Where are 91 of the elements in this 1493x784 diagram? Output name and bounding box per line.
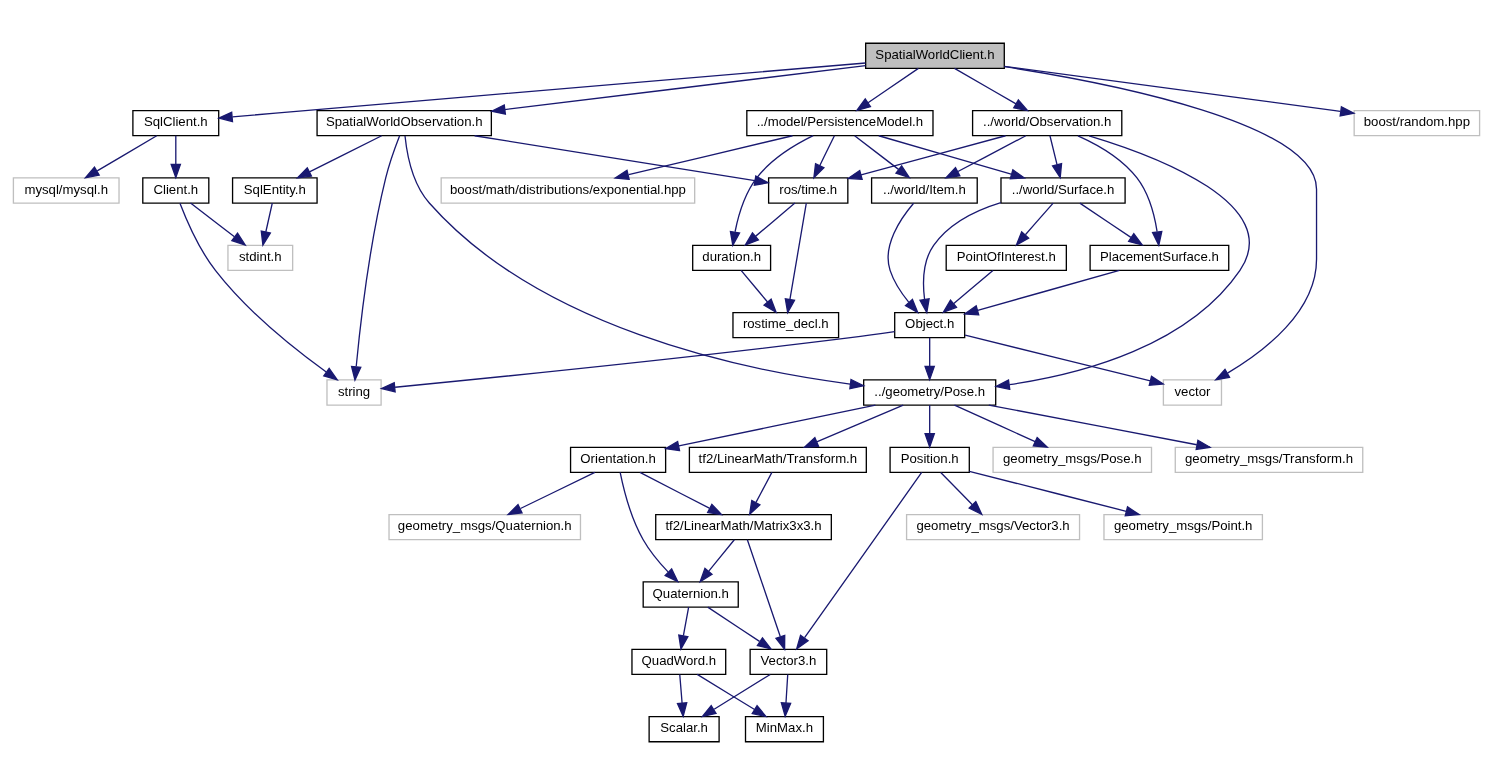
arrow — [676, 673, 688, 718]
arrow — [780, 673, 792, 718]
arrow — [964, 334, 1166, 386]
node-box: mysql/mysql.h — [12, 176, 120, 204]
arrow — [919, 201, 1002, 314]
arrow — [941, 269, 994, 314]
arrow — [506, 471, 596, 515]
node-box: SpatialWorldClient.h — [865, 42, 1005, 69]
arrow — [729, 134, 814, 247]
arrow — [1077, 134, 1163, 247]
node-box: PointOfInterest.h — [945, 244, 1067, 271]
arrow — [404, 134, 866, 389]
node-box: ../world/Item.h — [870, 176, 978, 204]
node-box: Object.h — [894, 311, 966, 338]
arrow — [663, 403, 877, 451]
node-box: ../model/PersistenceModel.h — [746, 109, 934, 136]
arrow — [813, 134, 836, 179]
arrow — [473, 134, 771, 186]
arrow — [1049, 134, 1063, 180]
node-box: MinMax.h — [744, 715, 825, 742]
arrow — [746, 538, 786, 651]
arrow — [740, 269, 778, 314]
node-box: geometry_msgs/Pose.h — [992, 446, 1153, 473]
node-box: ros/time.h — [767, 176, 849, 204]
arrow — [924, 336, 936, 382]
node-box: geometry_msgs/Vector3.h — [905, 513, 1081, 540]
arrow — [189, 201, 247, 246]
arrow — [170, 134, 182, 180]
node-box: ../geometry/Pose.h — [863, 378, 997, 406]
arrow — [853, 134, 911, 179]
arrow — [1003, 65, 1356, 117]
node-box: Client.h — [142, 176, 210, 204]
arrow — [1079, 201, 1144, 246]
arrow — [260, 201, 273, 247]
node-box: geometry_msgs/Transform.h — [1174, 446, 1364, 473]
arrow — [613, 134, 794, 180]
arrow — [988, 403, 1212, 450]
node-box: QuadWord.h — [631, 648, 727, 675]
arrow — [379, 330, 896, 393]
node-box: ../world/Surface.h — [1000, 176, 1126, 204]
arrow — [748, 471, 773, 516]
arrow — [962, 269, 1121, 316]
arrow — [924, 403, 936, 449]
arrow — [994, 134, 1250, 390]
arrow — [1015, 201, 1054, 246]
arrow — [940, 471, 984, 516]
arrow — [1003, 65, 1318, 381]
node-box: boost/random.hpp — [1353, 109, 1481, 136]
arrow — [639, 471, 724, 515]
arrow — [878, 134, 1027, 179]
node-box: Position.h — [889, 446, 970, 473]
node-box: vector — [1162, 378, 1223, 406]
node-box: Vector3.h — [749, 648, 828, 675]
arrow — [795, 471, 923, 650]
arrow — [179, 202, 339, 381]
arrow — [678, 605, 690, 651]
node-box: ../world/Observation.h — [971, 109, 1123, 136]
node-box: SpatialWorldObservation.h — [316, 109, 492, 136]
node-box: rostime_decl.h — [732, 311, 840, 338]
node-box: Scalar.h — [648, 715, 720, 742]
arrow — [953, 403, 1050, 448]
node-box: string — [326, 378, 382, 406]
arrow — [295, 134, 383, 179]
arrow — [619, 471, 680, 583]
node-box: boost/math/distributions/exponential.hpp — [440, 176, 696, 204]
arrow — [953, 67, 1030, 111]
arrow — [887, 202, 920, 314]
node-box: tf2/LinearMath/Transform.h — [688, 446, 867, 473]
arrow — [944, 134, 1027, 179]
arrow — [968, 470, 1142, 517]
arrow — [802, 403, 904, 448]
arrow — [350, 134, 401, 382]
node-box: duration.h — [692, 244, 772, 271]
node-box: Orientation.h — [569, 446, 667, 473]
node-box: geometry_msgs/Point.h — [1103, 513, 1264, 540]
arrow — [489, 64, 867, 115]
arrow — [743, 201, 796, 246]
arrow — [784, 201, 807, 315]
arrow — [855, 67, 920, 111]
arrow — [698, 538, 735, 583]
node-box: stdint.h — [227, 244, 294, 271]
node-box: Quaternion.h — [642, 580, 739, 608]
arrow — [846, 134, 1007, 180]
node-box: geometry_msgs/Quaternion.h — [388, 513, 582, 540]
node-box: SqlClient.h — [132, 109, 220, 136]
node-box: PlacementSurface.h — [1089, 244, 1230, 271]
arrow — [216, 61, 867, 122]
arrow — [83, 134, 158, 179]
node-box: tf2/LinearMath/Matrix3x3.h — [655, 513, 832, 540]
arrow — [707, 605, 773, 650]
node-box: SqlEntity.h — [231, 176, 318, 204]
